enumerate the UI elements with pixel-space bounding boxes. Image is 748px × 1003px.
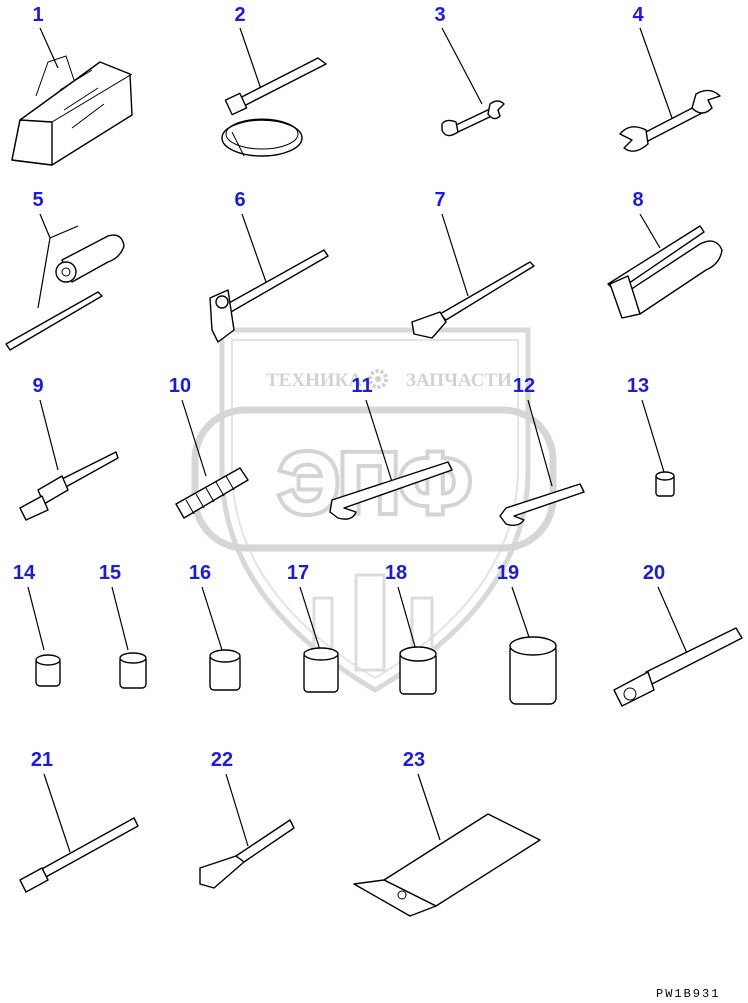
part-20-extension-bar xyxy=(613,627,743,707)
callout-2: 2 xyxy=(234,4,245,26)
callout-12: 12 xyxy=(513,375,535,397)
gear-icon xyxy=(368,369,388,389)
callout-17: 17 xyxy=(287,562,309,584)
watermark-shield xyxy=(219,327,531,693)
watermark: ТЕХНИКА ЗАПЧАСТИ ЭПФ xyxy=(191,327,557,693)
part-3-wrench-small xyxy=(441,100,505,137)
callout-14: 14 xyxy=(13,562,36,584)
callout-9: 9 xyxy=(32,375,43,397)
part-16-socket xyxy=(209,649,241,691)
part-8-grease-gun xyxy=(607,225,723,319)
watermark-letters: ЭПФ xyxy=(279,436,471,530)
callout-19: 19 xyxy=(497,562,519,584)
part-6-hammer xyxy=(209,249,329,343)
part-17-socket xyxy=(303,647,339,693)
part-1-tool-bag xyxy=(11,55,133,166)
callout-15: 15 xyxy=(99,562,121,584)
part-12-hex-key-small xyxy=(499,483,585,527)
watermark-band xyxy=(191,406,557,552)
callout-3: 3 xyxy=(434,4,445,26)
leader-lines xyxy=(27,27,691,853)
callout-7: 7 xyxy=(434,189,445,211)
callout-10: 10 xyxy=(169,375,191,397)
part-13-socket xyxy=(655,471,675,497)
callout-21: 21 xyxy=(31,749,53,771)
watermark-text-left: ТЕХНИКА xyxy=(266,370,362,391)
callout-11: 11 xyxy=(351,375,372,397)
callout-4: 4 xyxy=(632,4,644,26)
part-4-wrench-large xyxy=(619,89,721,152)
part-19-socket xyxy=(509,636,557,705)
part-14-socket xyxy=(35,654,61,687)
callout-6: 6 xyxy=(234,189,245,211)
callout-5: 5 xyxy=(32,189,43,211)
callout-20: 20 xyxy=(643,562,665,584)
part-21-ratchet-handle xyxy=(19,817,139,893)
part-10-threaded-rod xyxy=(175,467,249,519)
drawing-code: PW1B931 xyxy=(656,987,720,1001)
part-23-pouch xyxy=(353,813,541,917)
callout-1: 1 xyxy=(32,4,43,26)
part-9-nozzle xyxy=(19,451,119,521)
callout-22: 22 xyxy=(211,749,233,771)
callout-labels: 1 2 3 4 5 6 7 8 9 10 11 12 13 14 15 16 1… xyxy=(13,4,665,771)
part-5-screwdriver xyxy=(5,234,125,351)
callout-13: 13 xyxy=(627,375,649,397)
part-22-l-handle xyxy=(199,819,295,889)
callout-8: 8 xyxy=(632,189,643,211)
part-2-band xyxy=(221,57,327,157)
part-11-hex-key-large xyxy=(329,461,453,520)
watermark-text-right: ЗАПЧАСТИ xyxy=(406,370,512,391)
part-15-socket xyxy=(119,652,147,689)
callout-16: 16 xyxy=(189,562,211,584)
part-7-pry-bar xyxy=(411,261,535,339)
part-18-socket xyxy=(399,646,437,695)
callout-23: 23 xyxy=(403,749,425,771)
callout-18: 18 xyxy=(385,562,407,584)
